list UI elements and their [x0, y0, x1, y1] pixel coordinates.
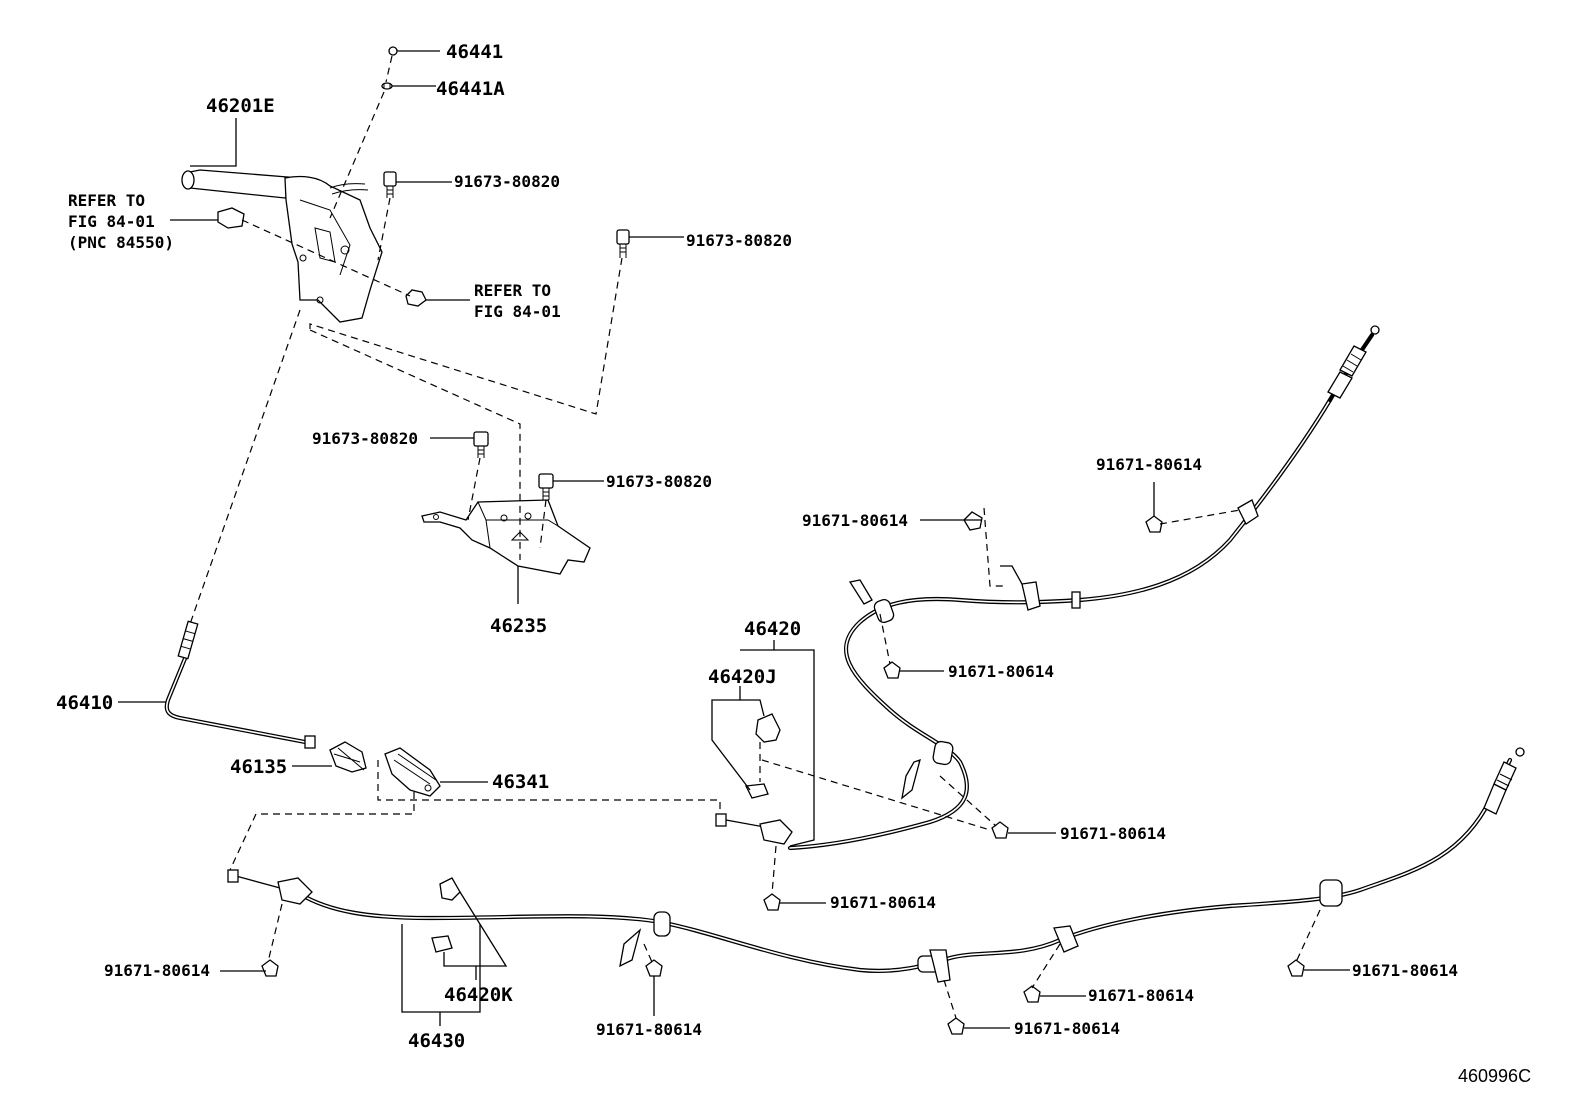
label-91671-80614-c: 91671-80614	[948, 662, 1054, 681]
bolt-91673-80820-topright	[616, 229, 630, 258]
bolt-91673-80820-lever	[383, 171, 397, 198]
label-refer-to-a-line2: FIG 84-01	[68, 212, 155, 231]
label-91671-80614-b: 91671-80614	[1096, 455, 1202, 474]
bracket-46235	[421, 499, 591, 575]
figure-code: 460996C	[1458, 1066, 1531, 1086]
bolt-91671-80614-a	[963, 511, 983, 531]
bolt-91671-80614-c	[883, 661, 901, 679]
bolt-91673-80820-bracket-right	[538, 473, 554, 500]
label-91673-80820-bracket-left: 91673-80820	[312, 429, 418, 448]
label-91671-80614-f: 91671-80614	[104, 961, 210, 980]
leader-lines	[118, 50, 1350, 1029]
bolt-91671-80614-h	[1023, 985, 1041, 1003]
bolt-91671-80614-e	[763, 893, 781, 911]
label-46441A: 46441A	[436, 78, 505, 100]
lever-pivot-nut	[405, 289, 427, 307]
label-46135: 46135	[230, 756, 287, 778]
equalizer-46135	[329, 741, 367, 773]
label-46341: 46341	[492, 771, 549, 793]
washer-46441A	[381, 82, 393, 90]
assembly-dashed-lines	[189, 55, 1321, 1019]
nut-46441	[388, 46, 398, 56]
label-91673-80820-bracket-right: 91673-80820	[606, 472, 712, 491]
bolt-91673-80820-bracket-left	[473, 431, 489, 458]
label-46235: 46235	[490, 615, 547, 637]
label-46430: 46430	[408, 1030, 465, 1052]
label-91671-80614-h: 91671-80614	[1088, 986, 1194, 1005]
rear-cable-right-46420	[715, 325, 1380, 851]
label-91671-80614-e: 91671-80614	[830, 893, 936, 912]
label-91671-80614-d: 91671-80614	[1060, 824, 1166, 843]
bolt-91671-80614-g	[645, 959, 663, 977]
part-labels: 46441 46441A 46201E 91673-80820 91673-80…	[56, 41, 1531, 1086]
label-46420K: 46420K	[444, 984, 513, 1006]
label-refer-to-b-line1: REFER TO	[474, 281, 551, 300]
bolt-91671-80614-f	[261, 959, 279, 977]
label-refer-to-b-line2: FIG 84-01	[474, 302, 561, 321]
label-46201E: 46201E	[206, 95, 275, 117]
bolt-91671-80614-j	[1287, 959, 1305, 977]
parking-lever-assembly	[181, 169, 383, 323]
rear-cable-left-46430	[227, 747, 1525, 983]
clip-46420K	[431, 877, 461, 953]
label-46410: 46410	[56, 692, 113, 714]
bolt-91671-80614-b	[1145, 515, 1163, 533]
front-cable-46410	[164, 620, 316, 749]
label-91671-80614-g: 91671-80614	[596, 1020, 702, 1039]
label-46441: 46441	[446, 41, 503, 63]
label-46420: 46420	[744, 618, 801, 640]
label-91671-80614-a: 91671-80614	[802, 511, 908, 530]
label-91671-80614-j: 91671-80614	[1352, 961, 1458, 980]
clip-46420J	[745, 713, 781, 799]
equalizer-yoke-46341	[384, 747, 441, 797]
label-91673-80820-topright: 91673-80820	[686, 231, 792, 250]
label-46420J: 46420J	[708, 666, 777, 688]
label-refer-to-a-line3: (PNC 84550)	[68, 233, 174, 252]
bolt-91671-80614-i	[947, 1017, 965, 1035]
label-91671-80614-i: 91671-80614	[1014, 1019, 1120, 1038]
label-refer-to-a-line1: REFER TO	[68, 191, 145, 210]
label-91673-80820-lever: 91673-80820	[454, 172, 560, 191]
